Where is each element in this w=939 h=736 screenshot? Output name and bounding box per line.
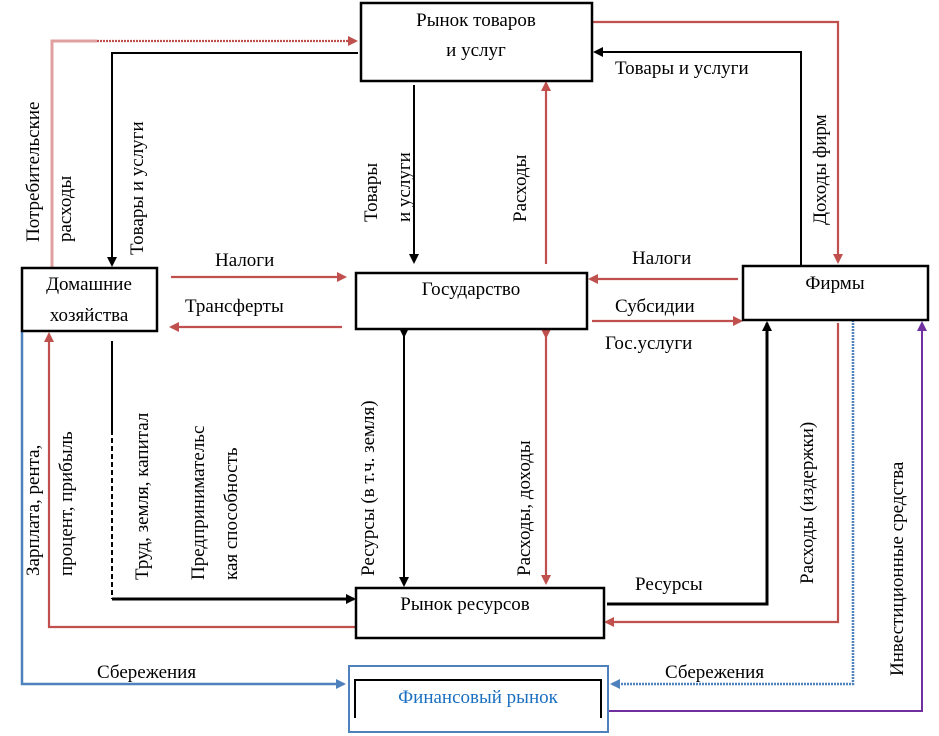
taxes-firms-label: Налоги bbox=[632, 248, 691, 269]
entrepreneurship-label-1: Предпринимательс bbox=[188, 426, 209, 580]
goods-to-households-arrow bbox=[107, 52, 358, 267]
savings-households-arrow bbox=[20, 331, 346, 689]
income-arrow bbox=[44, 332, 356, 629]
goods-to-government-label-1: Товары bbox=[361, 163, 382, 222]
flow-lines bbox=[20, 20, 927, 712]
gov-spending-income-label: Расходы, доходы bbox=[514, 440, 535, 576]
resources-to-firms-arrow bbox=[607, 321, 772, 606]
factors-label: Труд, земля, капитал bbox=[132, 412, 153, 580]
savings-firms-arrow bbox=[610, 320, 855, 689]
taxes-households-label: Налоги bbox=[215, 250, 274, 271]
goods-to-government-label-2: и услуги bbox=[394, 152, 415, 222]
firm-revenue-label: Доходы фирм bbox=[810, 114, 831, 225]
financial-market-box: Финансовый рынок bbox=[348, 665, 609, 733]
goods-from-firms-arrow bbox=[593, 47, 802, 266]
firms-title: Фирмы bbox=[805, 273, 864, 294]
gov-spending-label: Расходы bbox=[510, 154, 531, 222]
investment-label: Инвестиционные средства bbox=[887, 461, 908, 676]
goods-market-box: Рынок товаров и услуг bbox=[359, 1, 594, 83]
consumer-spending-arrow bbox=[50, 39, 97, 268]
entrepreneurship-label-2: кая способность bbox=[221, 447, 242, 580]
investment-arrow bbox=[608, 321, 927, 712]
subsidies-label: Субсидии bbox=[615, 296, 695, 317]
savings-firms-label: Сбережения bbox=[665, 662, 764, 683]
income-label-2: процент, прибыль bbox=[56, 431, 77, 576]
goods-market-title-1: Рынок товаров bbox=[416, 10, 536, 31]
gov-services-label: Гос.услуги bbox=[605, 333, 692, 354]
firm-revenue-arrow bbox=[592, 20, 843, 264]
goods-from-firms-label: Товары и услуги bbox=[615, 58, 749, 79]
government-title: Государство bbox=[422, 279, 520, 300]
goods-market-title-2: и услуг bbox=[446, 40, 506, 61]
financial-market-title: Финансовый рынок bbox=[398, 687, 558, 708]
firms-box: Фирмы bbox=[741, 264, 930, 322]
resource-market-box: Рынок ресурсов bbox=[354, 586, 606, 640]
firm-costs-label: Расходы (издержки) bbox=[797, 422, 818, 584]
households-title-1: Домашние bbox=[46, 274, 132, 295]
households-box: Домашние хозяйства bbox=[20, 266, 159, 333]
consumer-spending-label-2: расходы bbox=[55, 175, 76, 242]
consumer-spending-label-1: Потребительские bbox=[23, 102, 44, 242]
resource-market-title: Рынок ресурсов bbox=[400, 594, 530, 615]
savings-households-label: Сбережения bbox=[97, 662, 196, 683]
resources-to-firms-label: Ресурсы bbox=[635, 574, 703, 595]
firm-costs-arrow bbox=[604, 323, 840, 627]
income-label-1: Зарплата, рента, bbox=[23, 445, 44, 576]
government-box: Государство bbox=[354, 271, 589, 331]
goods-to-households-label: Товары и услуги bbox=[127, 121, 148, 255]
households-title-2: хозяйства bbox=[50, 305, 129, 326]
gov-resources-label: Ресурсы (в т.ч. земля) bbox=[358, 400, 379, 576]
transfers-label: Трансферты bbox=[185, 296, 284, 317]
